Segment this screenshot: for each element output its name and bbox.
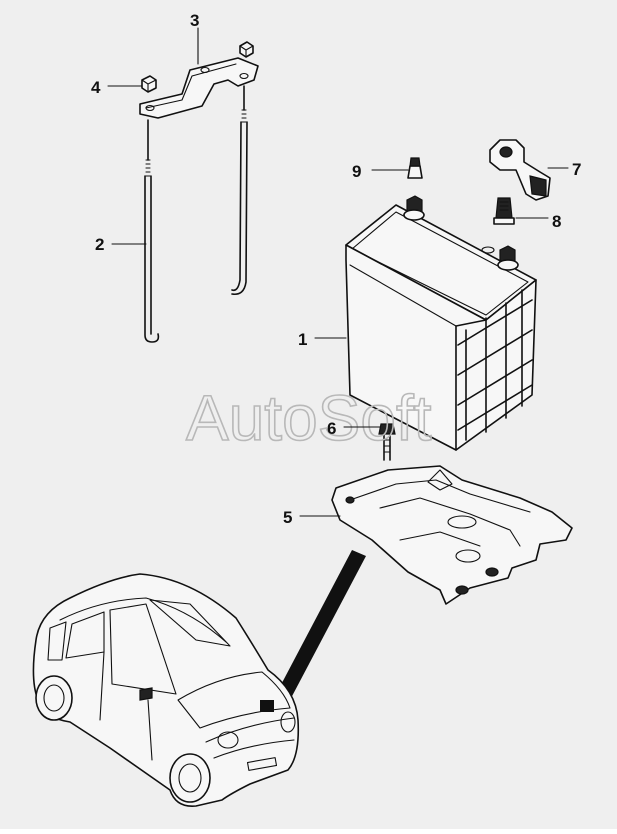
battery xyxy=(345,195,537,451)
callout-4: 4 xyxy=(91,78,101,97)
callout-7: 7 xyxy=(572,160,581,179)
watermark: AutoSoft xyxy=(186,382,432,454)
hook-rod-left xyxy=(144,119,160,343)
terminal-cap xyxy=(407,157,423,179)
tray-bolt xyxy=(378,423,396,461)
nut-right xyxy=(239,41,254,58)
hold-down-bracket xyxy=(139,57,259,119)
callout-9: 9 xyxy=(352,162,361,181)
callout-8: 8 xyxy=(552,212,561,231)
callout-5: 5 xyxy=(283,508,292,527)
nut-left xyxy=(141,75,157,93)
callout-2: 2 xyxy=(95,235,104,254)
callout-1: 1 xyxy=(298,330,307,349)
battery-tray xyxy=(331,465,573,605)
callout-6: 6 xyxy=(327,419,336,438)
hook-rod-right xyxy=(231,85,248,296)
terminal-clamp xyxy=(489,139,551,201)
location-pointer xyxy=(274,550,366,700)
car-illustration xyxy=(32,573,300,807)
callout-3: 3 xyxy=(190,11,199,30)
leader-lines xyxy=(107,27,569,517)
terminal-post xyxy=(493,197,515,225)
